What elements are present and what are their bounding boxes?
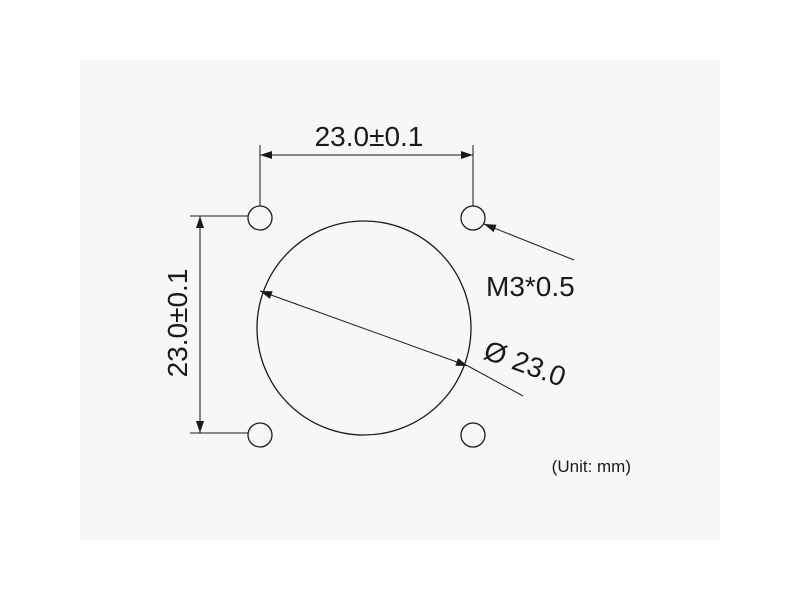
horizontal-dimension-label: 23.0±0.1 <box>315 121 424 152</box>
mounting-hole-top-left <box>247 205 273 231</box>
diameter-value: 23.0 <box>508 345 570 393</box>
diameter-dimension-line <box>259 290 469 367</box>
mounting-hole-bottom-right <box>460 422 486 448</box>
diameter-leader-extension <box>467 365 524 397</box>
mounting-hole-bottom-left <box>247 422 273 448</box>
screw-callout-leader <box>483 223 575 261</box>
diameter-symbol: Ø <box>480 335 511 372</box>
vertical-dimension-label: 23.0±0.1 <box>162 269 193 378</box>
main-cutout-circle <box>256 220 472 436</box>
screw-callout-label: M3*0.5 <box>486 271 575 302</box>
diameter-label-group: Ø 23.0 <box>480 335 570 393</box>
mounting-hole-top-right <box>460 205 486 231</box>
unit-note: (Unit: mm) <box>552 457 631 476</box>
